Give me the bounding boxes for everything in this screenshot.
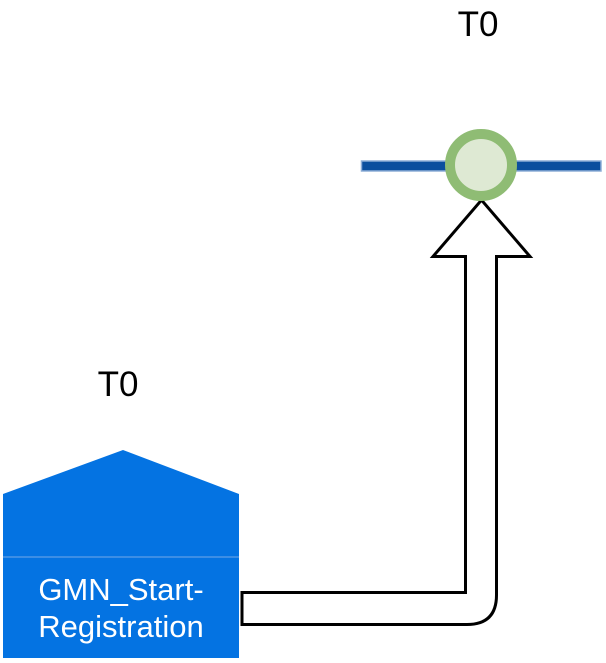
timeline-label: T0 [457,5,499,44]
transition-label: T0 [97,365,139,404]
transition-name-line2: Registration [38,609,204,644]
flow-arrow [240,197,534,626]
timeline-marker-circle [445,129,517,201]
transition-name-line1: GMN_Start- [38,572,204,607]
transition-name: GMN_Start- Registration [3,571,239,645]
transition-node-shape [3,450,239,658]
